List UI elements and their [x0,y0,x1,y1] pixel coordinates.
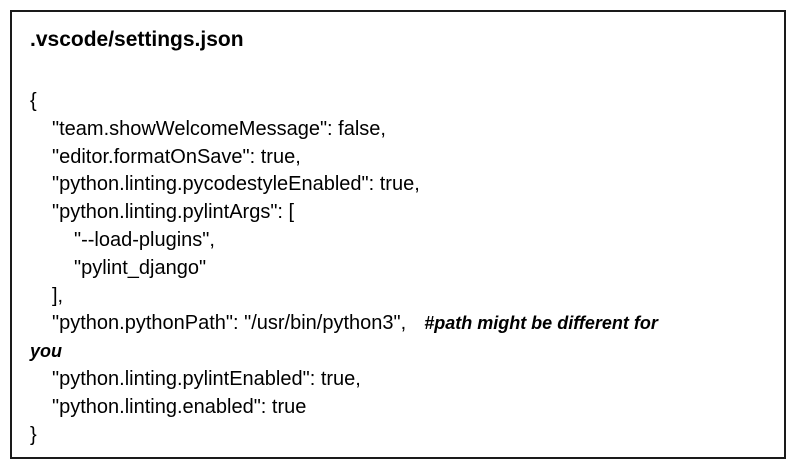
code-line-pycodestyle: "python.linting.pycodestyleEnabled": tru… [52,173,420,196]
code-line-comment-wrap: you [30,338,790,366]
code-line-load-plugins: "--load-plugins", [74,228,215,251]
code-block: { "team.showWelcomeMessage": false, "edi… [30,88,790,449]
code-line-close-bracket: ], [52,284,64,307]
path-comment-wrap: you [30,341,63,362]
python-path-setting: "python.pythonPath": "/usr/bin/python3", [52,312,407,335]
code-line-linting-enabled: "python.linting.enabled": true [52,395,307,418]
code-line-open-brace: { [30,90,37,112]
code-line-python-path: "python.pythonPath": "/usr/bin/python3",… [30,310,790,338]
code-line-pylint-args: "python.linting.pylintArgs": [ [52,201,295,224]
code-line-pylint-enabled: "python.linting.pylintEnabled": true, [52,367,361,390]
code-line-close-brace: } [30,423,37,446]
code-line-format-on-save: "editor.formatOnSave": true, [52,145,301,168]
settings-box: .vscode/settings.json { "team.showWelcom… [10,10,786,459]
path-comment: #path might be different for [424,313,658,334]
code-line-pylint-django: "pylint_django" [74,256,207,279]
file-title: .vscode/settings.json [30,28,244,51]
code-line-show-welcome: "team.showWelcomeMessage": false, [52,117,386,140]
